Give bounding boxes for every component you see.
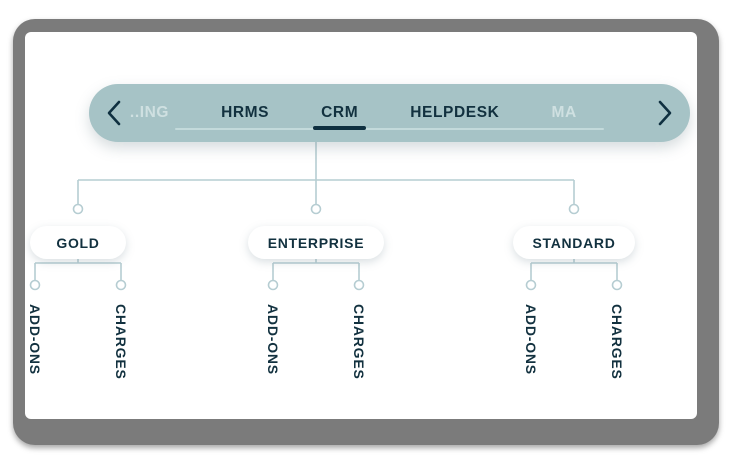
- node-dot-standard: [568, 203, 580, 215]
- leaf-standard-charges[interactable]: CHARGES: [609, 304, 625, 380]
- leaf-dot-gold-charges: [115, 279, 127, 291]
- chevron-right-icon[interactable]: [648, 84, 682, 142]
- tree-node-standard[interactable]: STANDARD: [513, 226, 635, 259]
- tab-label: MA: [551, 104, 577, 121]
- tab-hrms[interactable]: HRMS: [195, 84, 295, 142]
- chevron-left-icon[interactable]: [97, 84, 131, 142]
- tab-marketing[interactable]: MA: [525, 84, 602, 142]
- tab-crm[interactable]: CRM: [295, 84, 384, 142]
- node-dot-enterprise: [310, 203, 322, 215]
- tree-node-label: GOLD: [56, 234, 100, 251]
- leaf-standard-add-ons[interactable]: ADD-ONS: [523, 304, 539, 375]
- tab-track: [175, 128, 604, 130]
- device-bezel: GOLD ENTERPRISE STANDARD ADD-ONS CHARGES…: [13, 19, 719, 445]
- tree-node-enterprise[interactable]: ENTERPRISE: [248, 226, 384, 259]
- tab-billing[interactable]: ...ING: [129, 84, 195, 142]
- leaf-enterprise-add-ons[interactable]: ADD-ONS: [265, 304, 281, 375]
- tree-connectors: [29, 90, 623, 291]
- module-tab-bar: ...ING HRMS CRM HELPDESK MA: [89, 84, 690, 142]
- tab-label: CRM: [321, 104, 359, 121]
- tab-label: HRMS: [221, 104, 270, 121]
- leaf-gold-charges[interactable]: CHARGES: [113, 304, 129, 380]
- tree-node-gold[interactable]: GOLD: [30, 226, 126, 259]
- tree-node-label: ENTERPRISE: [267, 234, 365, 251]
- tab-strip[interactable]: ...ING HRMS CRM HELPDESK MA: [129, 84, 650, 142]
- tab-label: ...ING: [129, 104, 170, 121]
- tab-label: HELPDESK: [410, 104, 500, 121]
- tree-node-label: STANDARD: [532, 234, 616, 251]
- screen-canvas: GOLD ENTERPRISE STANDARD ADD-ONS CHARGES…: [25, 32, 697, 419]
- leaf-enterprise-charges[interactable]: CHARGES: [351, 304, 367, 380]
- node-dot-gold: [72, 203, 84, 215]
- leaf-dot-enterprise-addons: [267, 279, 279, 291]
- leaf-dot-gold-addons: [29, 279, 41, 291]
- leaf-gold-add-ons[interactable]: ADD-ONS: [27, 304, 43, 375]
- tab-helpdesk[interactable]: HELPDESK: [384, 84, 525, 142]
- leaf-dot-standard-addons: [525, 279, 537, 291]
- active-tab-underline: [313, 126, 367, 130]
- leaf-dot-enterprise-charges: [353, 279, 365, 291]
- leaf-dot-standard-charges: [611, 279, 623, 291]
